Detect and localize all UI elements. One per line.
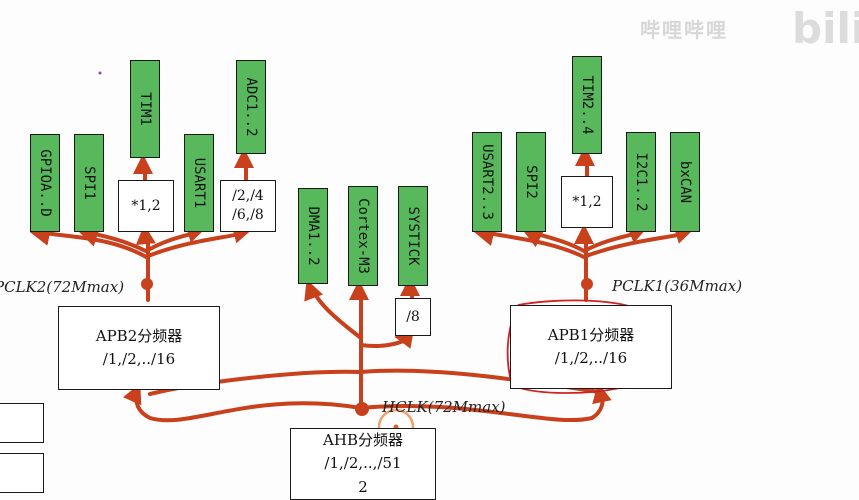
wire-to-can bbox=[584, 224, 695, 258]
wire-to-mult1 bbox=[135, 224, 156, 247]
offscreen-box-upper bbox=[0, 403, 44, 443]
offscreen-box-lower bbox=[0, 453, 44, 493]
peripheral-gpio: GPIOA..D bbox=[30, 134, 60, 232]
wire-to-i2c bbox=[584, 224, 649, 252]
stray-dot bbox=[98, 71, 102, 75]
peripheral-spi1: SPI1 bbox=[74, 134, 104, 232]
systick-prescaler: /8 bbox=[395, 298, 431, 336]
pclk1-junction bbox=[581, 278, 593, 290]
hclk-label: HCLK(72Mmax) bbox=[382, 398, 506, 416]
wire-to-spi2 bbox=[522, 229, 588, 254]
wire-to-dma bbox=[304, 279, 363, 340]
peripheral-spi2: SPI2 bbox=[516, 132, 546, 232]
pclk1-label: PCLK1(36Mmax) bbox=[612, 277, 743, 295]
apb1-prescaler: APB1分频器 /1,/2,../16 bbox=[510, 305, 672, 389]
wire-to-adcdiv bbox=[146, 223, 254, 258]
wire-hclk-to-apb2 bbox=[122, 383, 363, 423]
apb2-prescaler: APB2分频器 /1,/2,../16 bbox=[58, 306, 220, 390]
peripheral-systick: SYSTICK bbox=[398, 186, 428, 286]
wire-to-usart1 bbox=[146, 223, 207, 252]
wire-hclk-to-apb1 bbox=[359, 382, 612, 423]
ahb-prescaler: AHB分频器 /1,/2,..,/51 2 bbox=[290, 428, 436, 500]
peripheral-i2c: I2C1..2 bbox=[626, 132, 656, 232]
apb1-tim-multiplier: *1,2 bbox=[561, 176, 613, 228]
watermark-text: 哔哩哔哩 bbox=[640, 18, 728, 42]
watermark-logo: bili bbox=[792, 4, 859, 53]
wire-to-systickdiv bbox=[359, 326, 415, 349]
apb2-tim-multiplier: *1,2 bbox=[118, 180, 174, 232]
pclk2-junction bbox=[141, 278, 153, 290]
adc-prescaler: /2,/4 /6,/8 bbox=[220, 180, 276, 232]
peripheral-cortex: Cortex-M3 bbox=[348, 186, 378, 286]
hclk-junction bbox=[355, 402, 369, 416]
wire-to-spi1 bbox=[77, 227, 150, 254]
pclk2-label: PCLK2(72Mmax) bbox=[0, 278, 125, 296]
peripheral-tim2: TIM2..4 bbox=[572, 56, 602, 154]
peripheral-dma: DMA1..2 bbox=[298, 188, 328, 284]
peripheral-tim1: TIM1 bbox=[130, 60, 160, 158]
peripheral-usart1: USART1 bbox=[184, 134, 214, 232]
peripheral-can: bxCAN bbox=[670, 132, 700, 232]
peripheral-adc: ADC1..2 bbox=[236, 60, 266, 154]
peripheral-usart23: USART2..3 bbox=[472, 132, 502, 232]
